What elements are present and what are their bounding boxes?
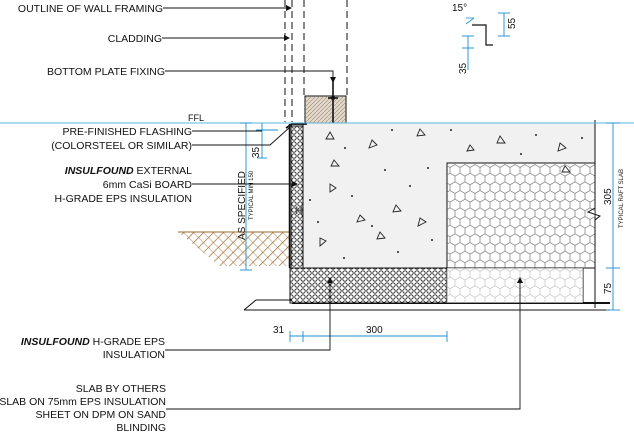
- flashing-profile-detail: 15° 55 35: [452, 3, 518, 74]
- soil-hatch: [178, 231, 292, 266]
- bottom-plate: [304, 80, 347, 124]
- concrete-slab: [302, 122, 596, 269]
- rib-spacing-label: 300: [366, 325, 383, 336]
- break-line: [586, 120, 602, 308]
- hgrade-label: INSULFOUND H-GRADE EPS: [21, 336, 165, 348]
- upstand-label: 35: [251, 146, 262, 158]
- hgrade-line2-label: INSULATION: [103, 349, 165, 361]
- casi-board-label: 6mm CaSi BOARD: [103, 179, 193, 191]
- slab-depth-label: 305: [603, 188, 614, 205]
- wall-framing-outline: [284, 0, 348, 122]
- aggregate-marks: [319, 128, 571, 247]
- angle-label: 15°: [452, 3, 467, 14]
- ffl-label: FFL: [188, 113, 204, 123]
- flashing-label-2: (COLORSTEEL OR SIMILAR): [51, 140, 192, 152]
- bottom-plate-label: BOTTOM PLATE FIXING: [47, 66, 165, 78]
- hgrade-brand: INSULFOUND: [21, 336, 90, 348]
- eps-insulation-label: H-GRADE EPS INSULATION: [55, 193, 193, 205]
- text-labels: OUTLINE OF WALL FRAMING CLADDING BOTTOM …: [0, 3, 192, 434]
- aggregate-dots: [309, 129, 583, 259]
- edge-offset-label: 31: [273, 325, 285, 336]
- typical-raft-label: TYPICAL RAFT SLAB: [619, 169, 625, 228]
- flash-height-label: 55: [507, 17, 518, 29]
- cladding-label: CLADDING: [108, 33, 162, 45]
- leader-arrowheads: [284, 5, 523, 283]
- external-label: INSULFOUND EXTERNAL: [65, 165, 192, 177]
- edge-insulation: [288, 124, 304, 269]
- eps-under-slab: [289, 267, 584, 304]
- wall-framing-label: OUTLINE OF WALL FRAMING: [18, 3, 163, 15]
- hgrade-rest: H-GRADE EPS: [90, 336, 165, 348]
- as-specified-dimension: AS SPECIFIED TYPICAL MIN 150: [237, 122, 255, 271]
- as-specified-label: AS SPECIFIED: [237, 171, 248, 240]
- slab-label-1: SLAB BY OTHERS: [76, 383, 166, 395]
- slab-label-4: BLINDING: [116, 422, 166, 434]
- external-brand: INSULFOUND: [65, 165, 134, 177]
- flashing-label-1: PRE-FINISHED FLASHING: [62, 126, 192, 138]
- external-rest: EXTERNAL: [134, 165, 193, 177]
- right-dimensions: 305 TYPICAL RAFT SLAB 75: [603, 122, 625, 311]
- eps-depth-label: 75: [603, 282, 614, 294]
- rib-marker: H: [295, 205, 303, 217]
- flash-leg-label: 35: [458, 62, 469, 74]
- upstand-dimension: 35: [251, 123, 278, 159]
- slab-label-2: SLAB ON 75mm EPS INSULATION: [0, 396, 166, 408]
- bottom-dimensions: 31 300: [273, 325, 448, 342]
- slab-label-3: SHEET ON DPM ON SAND: [36, 409, 167, 421]
- typical-min-label: TYPICAL MIN 150: [249, 170, 255, 220]
